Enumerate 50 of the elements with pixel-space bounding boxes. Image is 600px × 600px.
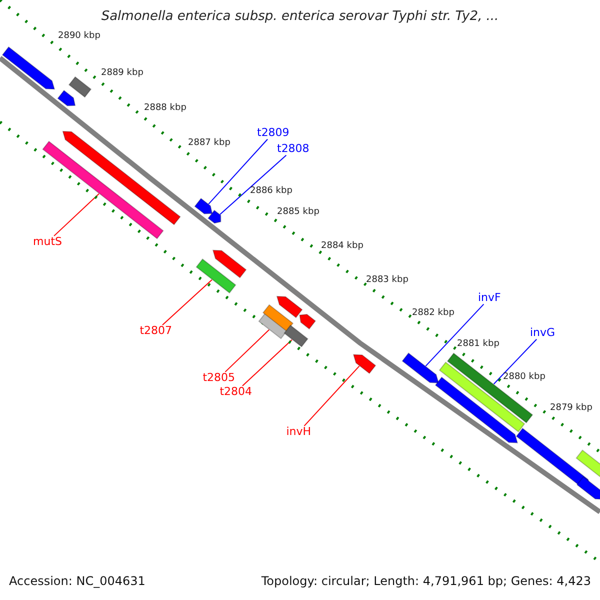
leader-line <box>162 279 212 326</box>
ruler-label: 2883 kbp <box>366 276 408 286</box>
leader-line <box>425 304 484 367</box>
ruler-label: 2882 kbp <box>412 309 454 319</box>
gene-label: t2808 <box>277 143 310 156</box>
gene-label: invH <box>286 426 311 438</box>
gene-feature-bar <box>438 362 526 432</box>
gene-label: t2805 <box>202 372 235 384</box>
leader-line <box>242 339 292 386</box>
gene-feature-pointer <box>299 314 316 330</box>
ruler-label: 2887 kbp <box>188 139 230 149</box>
gene-feature-pointer <box>352 354 376 374</box>
leader-line <box>224 329 270 372</box>
leader-line <box>493 338 538 385</box>
gene-feature-bar <box>196 258 236 294</box>
ruler-label: 2881 kbp <box>457 340 500 350</box>
gene-feature-pointer <box>402 352 440 384</box>
leader-line <box>220 154 287 215</box>
leader-line <box>304 366 360 426</box>
gene-feature-bar <box>68 76 92 98</box>
ruler-label: 2886 kbp <box>250 187 292 197</box>
gene-feature-pointer <box>212 250 247 278</box>
footer-text: Accession: NC_004631 <box>9 575 146 588</box>
leader-line <box>208 138 268 205</box>
gene-label: invF <box>478 292 501 304</box>
diagram-title: Salmonella enterica subsp. enterica serovar Typhi str. Ty2, ... <box>101 10 499 24</box>
ruler-label: 2885 kbp <box>277 208 320 218</box>
footer-text: Topology: circular; Length: 4,791,961 bp; Genes: 4,423 <box>261 575 591 588</box>
gene-label: t2804 <box>220 386 252 398</box>
gene-feature-bar <box>576 450 600 478</box>
gene-feature-pointer <box>276 296 303 318</box>
gene-feature-pointer <box>62 130 181 226</box>
gene-label: t2807 <box>140 325 172 338</box>
ruler-label: 2880 kbp <box>503 373 546 383</box>
ruler-label: 2889 kbp <box>101 69 144 79</box>
gene-feature-pointer <box>2 46 56 90</box>
gene-label: t2809 <box>257 127 290 140</box>
gene-feature-pointer <box>57 90 76 106</box>
leader-line <box>54 193 100 236</box>
ruler-label: 2890 kbp <box>58 32 100 42</box>
ruler-label: 2879 kbp <box>550 404 592 414</box>
gene-feature-pointer <box>576 476 600 500</box>
ruler-label: 2888 kbp <box>144 104 186 114</box>
gene-feature-bar <box>262 304 294 332</box>
gene-feature-pointer <box>208 210 222 224</box>
ruler-label: 2884 kbp <box>321 242 364 252</box>
gene-label: mutS <box>33 236 62 248</box>
gene-feature-pointer <box>194 198 213 214</box>
gene-feature-bar <box>284 324 308 348</box>
gene-label: invG <box>530 327 556 340</box>
